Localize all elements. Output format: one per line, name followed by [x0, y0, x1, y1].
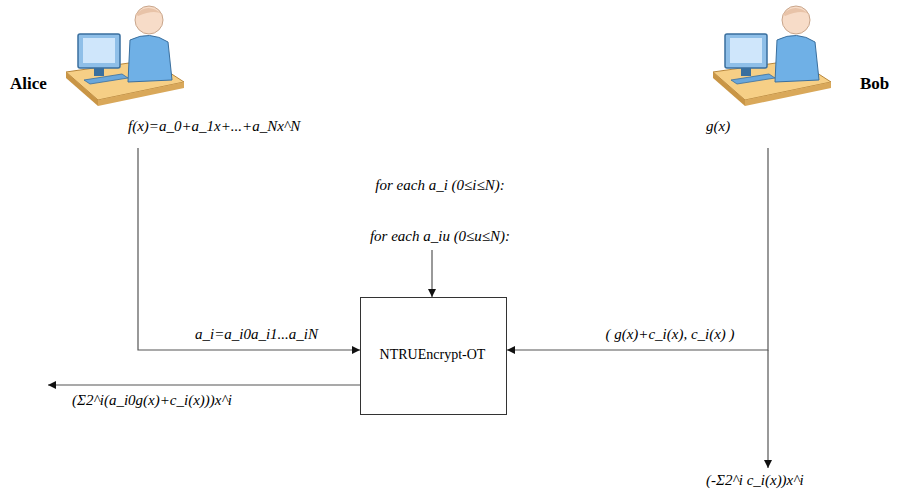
loop-arrow	[431, 250, 432, 297]
person-computer-icon	[705, 0, 835, 112]
polynomial-formula: f(x)=a_0+a_1x+...+a_Nx^N	[128, 118, 300, 135]
party-node: Alicef(x)=a_0+a_1x+...+a_Nx^N	[5, 0, 290, 148]
data-flow-arrow	[138, 148, 360, 350]
party-node: Bob g(x)	[690, 0, 901, 148]
person-computer-icon	[58, 0, 188, 112]
party-name: Alice	[10, 74, 47, 94]
polynomial-formula: g(x)	[706, 118, 730, 135]
loop-label: for each a_iu (0≤u≤N):	[370, 228, 510, 245]
loop-label: for each a_i (0≤i≤N):	[375, 177, 504, 194]
output-formula: (-Σ2^i c_i(x))x^i	[706, 472, 804, 489]
process-box: NTRUEncrypt-OT	[360, 297, 507, 415]
output-arrow	[767, 350, 768, 468]
output-arrow	[48, 384, 360, 385]
box-title: NTRUEncrypt-OT	[380, 347, 486, 363]
output-formula: (Σ2^i(a_i0g(x)+c_i(x)))x^i	[72, 392, 232, 409]
edge-label: a_i=a_i0a_i1...a_iN	[195, 326, 318, 343]
edge-label: ( g(x)+c_i(x), c_i(x) )	[605, 326, 734, 343]
data-flow-arrow	[507, 148, 768, 350]
party-name: Bob	[860, 74, 889, 94]
